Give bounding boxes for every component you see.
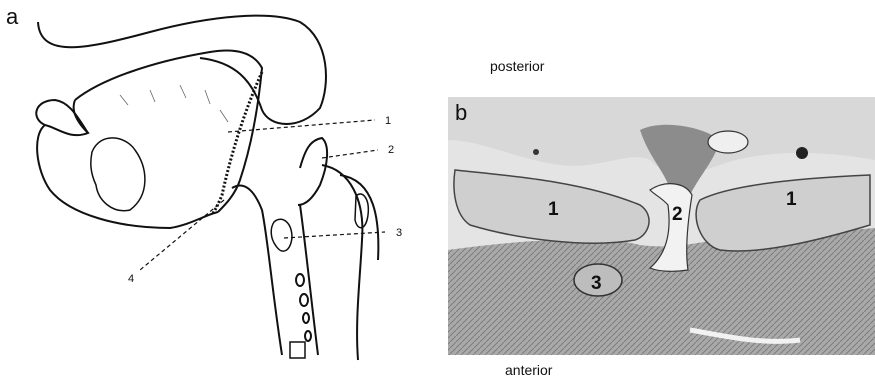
photo-label-3: 3 <box>591 273 602 294</box>
panel-b-letter: b <box>455 100 467 125</box>
photo-label-1-right: 1 <box>786 189 797 210</box>
photo-label-2: 2 <box>672 204 683 225</box>
lower-tissue <box>448 228 875 355</box>
photo-label-1-left: 1 <box>548 199 559 220</box>
